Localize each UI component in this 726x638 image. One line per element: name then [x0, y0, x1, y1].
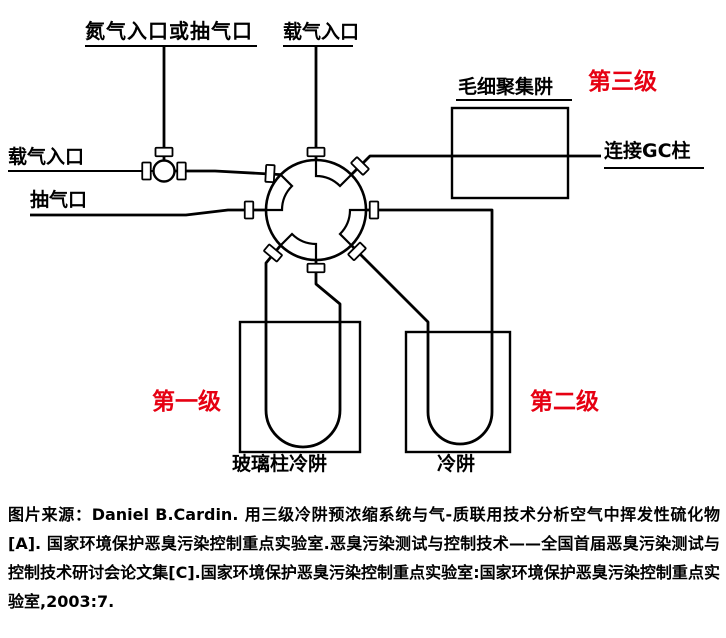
port-fitting-sw [263, 243, 283, 263]
label-capillary-trap: 毛细聚集阱 [458, 76, 554, 98]
tee-fitting-left [141, 161, 152, 181]
label-stage-one: 第一级 [152, 389, 221, 415]
label-stage-three: 第三级 [588, 69, 657, 95]
label-nitrogen-or-pump-inlet: 氮气入口或抽气口 [85, 19, 253, 43]
port-fitting-n [306, 146, 326, 158]
label-carrier-gas-inlet-top: 载气入口 [283, 21, 360, 43]
port-fitting-s [306, 262, 326, 274]
capillary-trap-outline [450, 106, 570, 200]
valve-to-gc-tube [350, 154, 601, 176]
tvalve-to-nw-port-tube [174, 169, 281, 176]
image-source-caption: 图片来源：Daniel B.Cardin. 用三级冷阱预浓缩系统与气-质联用技术… [8, 505, 720, 611]
schematic-linework [8, 45, 704, 454]
port-fitting-w [243, 200, 255, 220]
label-glass-column-cold-trap: 玻璃柱冷阱 [232, 453, 328, 475]
label-pump-port: 抽气口 [30, 189, 88, 211]
label-cold-trap: 冷阱 [437, 453, 476, 475]
valve-flow-channels [266, 160, 366, 260]
trap2-u-tube [350, 208, 494, 446]
tee-valve-body [152, 159, 176, 183]
glass-trap-outline [238, 320, 362, 454]
label-carrier-gas-inlet-left: 载气入口 [8, 146, 85, 168]
port-fitting-ne [350, 156, 370, 176]
leader-lines [8, 45, 704, 172]
trap1-u-tube [264, 244, 342, 449]
label-connect-gc-column: 连接GC柱 [604, 140, 691, 162]
port-fittings [141, 146, 380, 274]
label-stage-two: 第二级 [530, 389, 599, 415]
tee-fitting-top [154, 146, 174, 158]
tee-fitting-right [176, 161, 187, 181]
cold-trap-outline [404, 330, 512, 454]
port-fitting-e [368, 200, 380, 220]
port-fitting-se [347, 241, 367, 261]
port-fitting-nw [264, 163, 276, 184]
